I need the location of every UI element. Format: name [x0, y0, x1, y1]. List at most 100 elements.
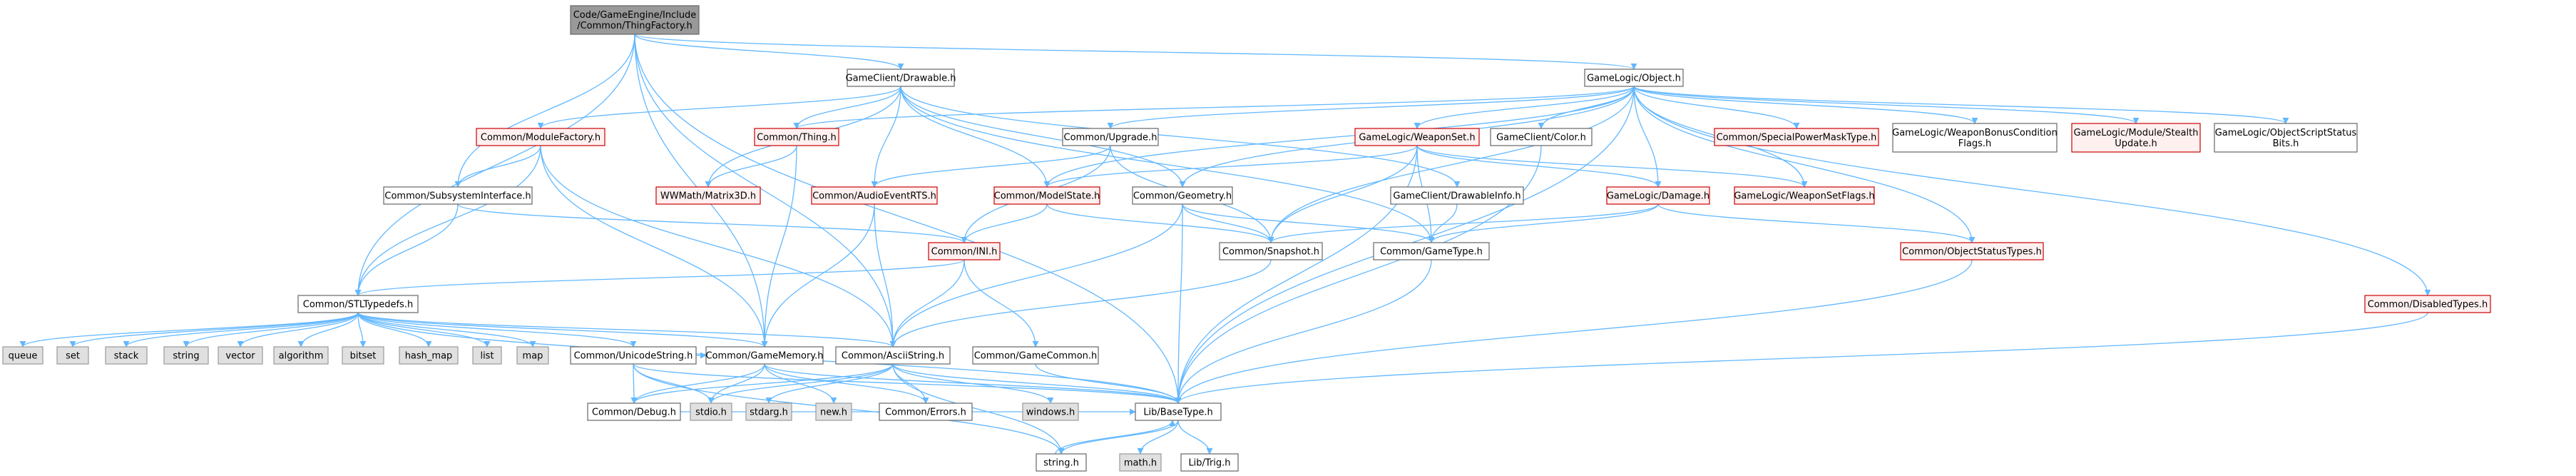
- node-label: Common/AsciiString.h: [842, 351, 944, 362]
- edge-modelstate-to-snapshot: [1046, 203, 1274, 243]
- node-ini[interactable]: Common/INI.h: [928, 242, 1001, 260]
- node-hash_map[interactable]: hash_map: [399, 346, 459, 365]
- node-object[interactable]: GameLogic/Object.h: [1584, 69, 1684, 87]
- node-thing[interactable]: Common/Thing.h: [754, 128, 839, 146]
- node-specialpower[interactable]: Common/SpecialPowerMaskType.h: [1714, 128, 1879, 146]
- node-label: Common/GameType.h: [1380, 247, 1483, 258]
- node-snapshot[interactable]: Common/Snapshot.h: [1219, 242, 1323, 260]
- node-color[interactable]: GameClient/Color.h: [1490, 128, 1593, 146]
- node-box: [273, 346, 329, 365]
- node-bitset[interactable]: bitset: [342, 346, 384, 365]
- node-debug[interactable]: Common/Debug.h: [587, 402, 681, 421]
- node-box: [993, 186, 1100, 205]
- edge-gamememory-to-debug: [630, 363, 765, 404]
- node-label: Update.h: [2115, 138, 2157, 149]
- node-box: [476, 128, 605, 146]
- node-box: [105, 346, 148, 365]
- node-modulefactory[interactable]: Common/ModuleFactory.h: [476, 128, 605, 146]
- node-label: Flags.h: [1958, 138, 1991, 149]
- node-label: Lib/BaseType.h: [1143, 407, 1212, 418]
- node-gamecommon[interactable]: Common/GameCommon.h: [972, 346, 1099, 365]
- node-label: Common/INI.h: [931, 247, 998, 258]
- node-drawable[interactable]: GameClient/Drawable.h: [846, 69, 956, 87]
- edge-gamememory-to-stdio: [707, 363, 765, 404]
- node-unicodestring[interactable]: Common/UnicodeString.h: [570, 346, 697, 365]
- node-math[interactable]: math.h: [1119, 453, 1162, 472]
- edge-weaponset-to-weaponsetflags: [1416, 145, 1808, 188]
- node-weaponsetflags[interactable]: GameLogic/WeaponSetFlags.h: [1734, 186, 1875, 205]
- node-algorithm[interactable]: algorithm: [273, 346, 329, 365]
- edge-modulefactory-to-gamememory: [540, 145, 768, 348]
- node-stringh[interactable]: string.h: [1036, 453, 1087, 472]
- node-label: stdio.h: [695, 407, 727, 418]
- node-label: Common/ObjectStatusTypes.h: [1902, 247, 2042, 258]
- node-disabledtypes[interactable]: Common/DisabledTypes.h: [2364, 295, 2491, 313]
- node-box: [1734, 186, 1875, 205]
- node-stltypedefs[interactable]: Common/STLTypedefs.h: [297, 295, 419, 313]
- node-stack[interactable]: stack: [105, 346, 148, 365]
- edge-damage-to-snapshot: [1267, 203, 1659, 243]
- edge-objectstatus-to-basetype: [1175, 259, 1973, 404]
- node-set[interactable]: set: [56, 346, 89, 365]
- node-stdio[interactable]: stdio.h: [690, 402, 732, 421]
- node-label: set: [66, 351, 80, 362]
- node-trig[interactable]: Lib/Trig.h: [1180, 453, 1239, 472]
- node-basetype[interactable]: Lib/BaseType.h: [1135, 402, 1222, 421]
- edge-drawable-to-drawableinfo: [900, 86, 1461, 188]
- edge-gamecommon-to-basetype: [1035, 363, 1182, 404]
- edge-modulefactory-to-asciistring: [540, 145, 896, 348]
- node-vector[interactable]: vector: [218, 346, 263, 365]
- node-box: [56, 346, 89, 365]
- node-matrix3d[interactable]: WWMath/Matrix3D.h: [655, 186, 761, 205]
- node-subsystem[interactable]: Common/SubsystemInterface.h: [383, 186, 533, 205]
- node-root[interactable]: Code/GameEngine/Include/Common/ThingFact…: [570, 5, 700, 35]
- node-damage[interactable]: GameLogic/Damage.h: [1606, 186, 1710, 205]
- node-gametype[interactable]: Common/GameType.h: [1373, 242, 1490, 260]
- node-box: [1490, 128, 1593, 146]
- node-list[interactable]: list: [472, 346, 502, 365]
- node-string[interactable]: string: [163, 346, 209, 365]
- node-label: GameClient/Drawable.h: [846, 74, 956, 84]
- node-box: [587, 402, 681, 421]
- node-label: math.h: [1124, 458, 1157, 469]
- node-new[interactable]: new.h: [815, 402, 852, 421]
- node-stdarg[interactable]: stdarg.h: [745, 402, 792, 421]
- edge-asciistring-to-stdarg: [765, 363, 894, 404]
- edge-unicodestring-to-debug: [630, 363, 638, 404]
- node-label: bitset: [350, 351, 377, 362]
- edge-stltypedefs-to-stack: [123, 312, 359, 348]
- node-errors[interactable]: Common/Errors.h: [879, 402, 973, 421]
- edge-drawable-to-geometry: [900, 86, 1186, 188]
- node-objectstatus[interactable]: Common/ObjectStatusTypes.h: [1900, 242, 2044, 260]
- edge-gamememory-to-errors: [764, 363, 929, 404]
- node-upgrade[interactable]: Common/Upgrade.h: [1062, 128, 1159, 146]
- node-asciistring[interactable]: Common/AsciiString.h: [835, 346, 951, 365]
- edge-object-to-modelstate: [1043, 86, 1635, 188]
- node-modelstate[interactable]: Common/ModelState.h: [993, 186, 1100, 205]
- node-label: map: [523, 351, 543, 362]
- node-geometry[interactable]: Common/Geometry.h: [1132, 186, 1233, 205]
- node-label: stdarg.h: [750, 407, 788, 418]
- node-windows[interactable]: windows.h: [1022, 402, 1079, 421]
- node-box: [1119, 453, 1162, 472]
- node-drawableinfo[interactable]: GameClient/DrawableInfo.h: [1390, 186, 1524, 205]
- node-audioevent[interactable]: Common/AudioEventRTS.h: [811, 186, 938, 205]
- node-queue[interactable]: queue: [2, 346, 44, 365]
- node-box: [570, 5, 700, 35]
- node-box: [399, 346, 459, 365]
- edge-stltypedefs-to-vector: [237, 312, 359, 348]
- node-label: Common/STLTypedefs.h: [303, 300, 413, 310]
- node-box: [1373, 242, 1490, 260]
- node-box: [163, 346, 209, 365]
- node-label: GameClient/Color.h: [1496, 133, 1586, 143]
- edge-object-to-thing: [793, 86, 1635, 129]
- node-label: queue: [9, 351, 38, 362]
- node-map[interactable]: map: [516, 346, 549, 365]
- node-label: Common/Snapshot.h: [1222, 247, 1319, 258]
- node-gamememory[interactable]: Common/GameMemory.h: [705, 346, 824, 365]
- node-weaponset[interactable]: GameLogic/WeaponSet.h: [1354, 128, 1480, 146]
- node-label: /Common/ThingFactory.h: [577, 21, 692, 31]
